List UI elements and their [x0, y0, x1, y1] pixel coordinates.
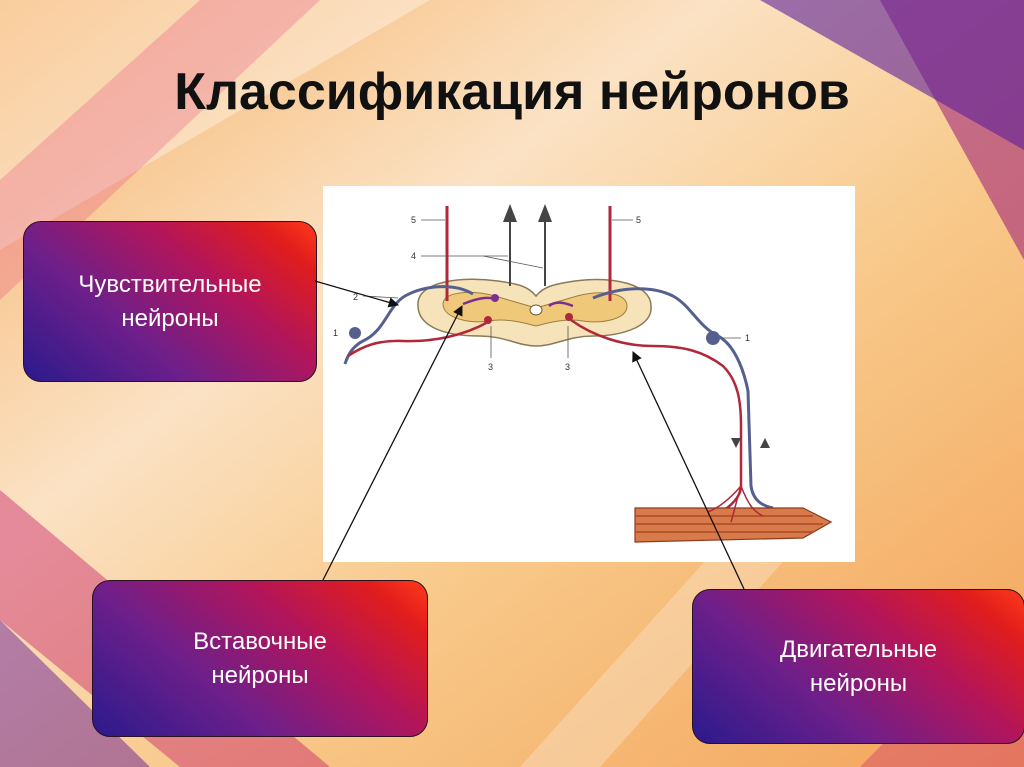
sensory-direction-arrow	[760, 438, 770, 448]
sensory-callout-line2: нейроны	[121, 304, 219, 332]
central-canal	[529, 304, 543, 316]
interneuron-callout-line2: нейроны	[211, 661, 309, 689]
motor-callout-line1: Двигательные	[779, 635, 938, 663]
leader-4b	[482, 255, 544, 269]
motor-callout-line2: нейроны	[809, 669, 908, 697]
spinal-cord-diagram: 5 5 4 2 1 1 3 3	[333, 204, 833, 543]
ascending-arrow-right	[538, 204, 552, 222]
slide-title: Классификация нейронов	[174, 63, 850, 121]
interneuron-right	[548, 301, 574, 308]
label-3-right: 3	[565, 362, 570, 372]
sensory-callout-line1: Чувствительные	[78, 270, 262, 298]
label-3-left: 3	[488, 362, 493, 372]
label-2: 2	[353, 292, 358, 302]
motor-direction-arrow	[731, 438, 741, 448]
ascending-arrow-left	[503, 204, 517, 222]
interneurons-callout: Вставочные нейроны	[92, 580, 428, 737]
motor-neurons-callout: Двигательные нейроны	[692, 589, 1024, 744]
label-1-right: 1	[745, 333, 750, 343]
interneuron-callout-line1: Вставочные	[193, 627, 327, 655]
label-5-left: 5	[411, 215, 416, 225]
spinal-reflex-figure: 5 5 4 2 1 1 3 3	[323, 186, 855, 562]
interneuron-body-left	[491, 294, 499, 302]
motor-nerve-right	[570, 318, 743, 513]
label-4: 4	[411, 251, 416, 261]
label-1-left: 1	[333, 328, 338, 338]
leader-2	[362, 295, 399, 299]
sensory-ganglion-left	[349, 327, 361, 339]
sensory-ganglion-right	[706, 331, 720, 345]
interneuron-body-right	[565, 313, 573, 321]
sensory-neurons-callout: Чувствительные нейроны	[23, 221, 317, 382]
label-5-right: 5	[636, 215, 641, 225]
